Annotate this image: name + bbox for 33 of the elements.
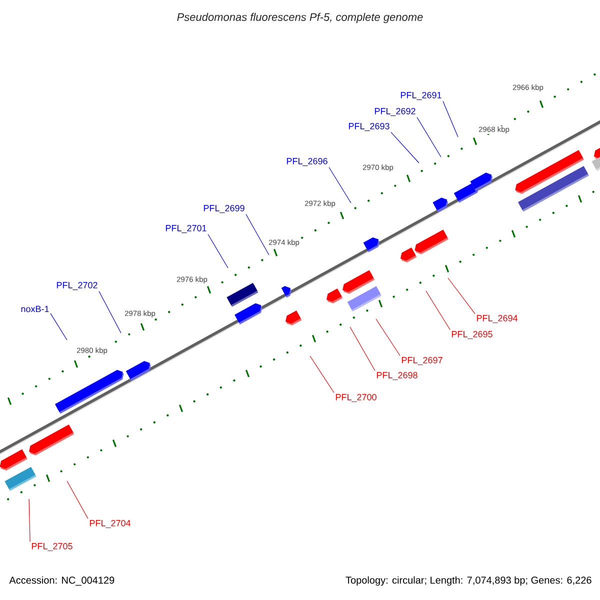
leader-line bbox=[390, 132, 420, 164]
gene-label: PFL_2696 bbox=[286, 158, 328, 166]
leader-line bbox=[448, 278, 476, 314]
gene-label: PFL_2693 bbox=[348, 122, 390, 132]
footer-text: Accession: NC_004129 bbox=[9, 576, 114, 586]
gene-label: PFL_2704 bbox=[90, 520, 130, 528]
gene-label: PFL_2705 bbox=[32, 542, 72, 552]
leader-line bbox=[426, 290, 450, 330]
title: Pseudomonas fluorescens Pf-5, complete genome bbox=[177, 12, 423, 24]
gene-label: PFL_2701 bbox=[166, 224, 206, 234]
footer-text: Topology: circular; Length: 7,074,893 bp; Genes: 6,226 bbox=[346, 576, 592, 586]
gene-label: PFL_2694 bbox=[476, 314, 518, 324]
gene-label: PFL_2695 bbox=[452, 330, 492, 340]
leader-line bbox=[310, 356, 334, 394]
leader-line bbox=[376, 318, 400, 356]
gene-label: PFL_2691 bbox=[400, 92, 442, 100]
gene-label: PFL_2702 bbox=[56, 282, 98, 290]
leader-line bbox=[208, 234, 228, 268]
leader-line bbox=[246, 214, 270, 256]
leader-line bbox=[416, 116, 442, 158]
gene-label: PFL_2697 bbox=[402, 356, 442, 366]
gene-label: PFL_2698 bbox=[376, 372, 418, 380]
leader-line bbox=[50, 313, 68, 340]
gene-label: PFL_2700 bbox=[336, 394, 376, 402]
gene-label: noxB-1 bbox=[21, 306, 49, 312]
leader-line bbox=[66, 480, 88, 520]
leader-line bbox=[442, 100, 458, 138]
leader-line bbox=[328, 166, 352, 204]
leader-line bbox=[98, 290, 122, 334]
leader-line bbox=[28, 498, 30, 542]
leader-line bbox=[350, 326, 376, 372]
gene-label: PFL_2692 bbox=[374, 108, 416, 116]
gene-label: PFL_2699 bbox=[204, 204, 244, 214]
